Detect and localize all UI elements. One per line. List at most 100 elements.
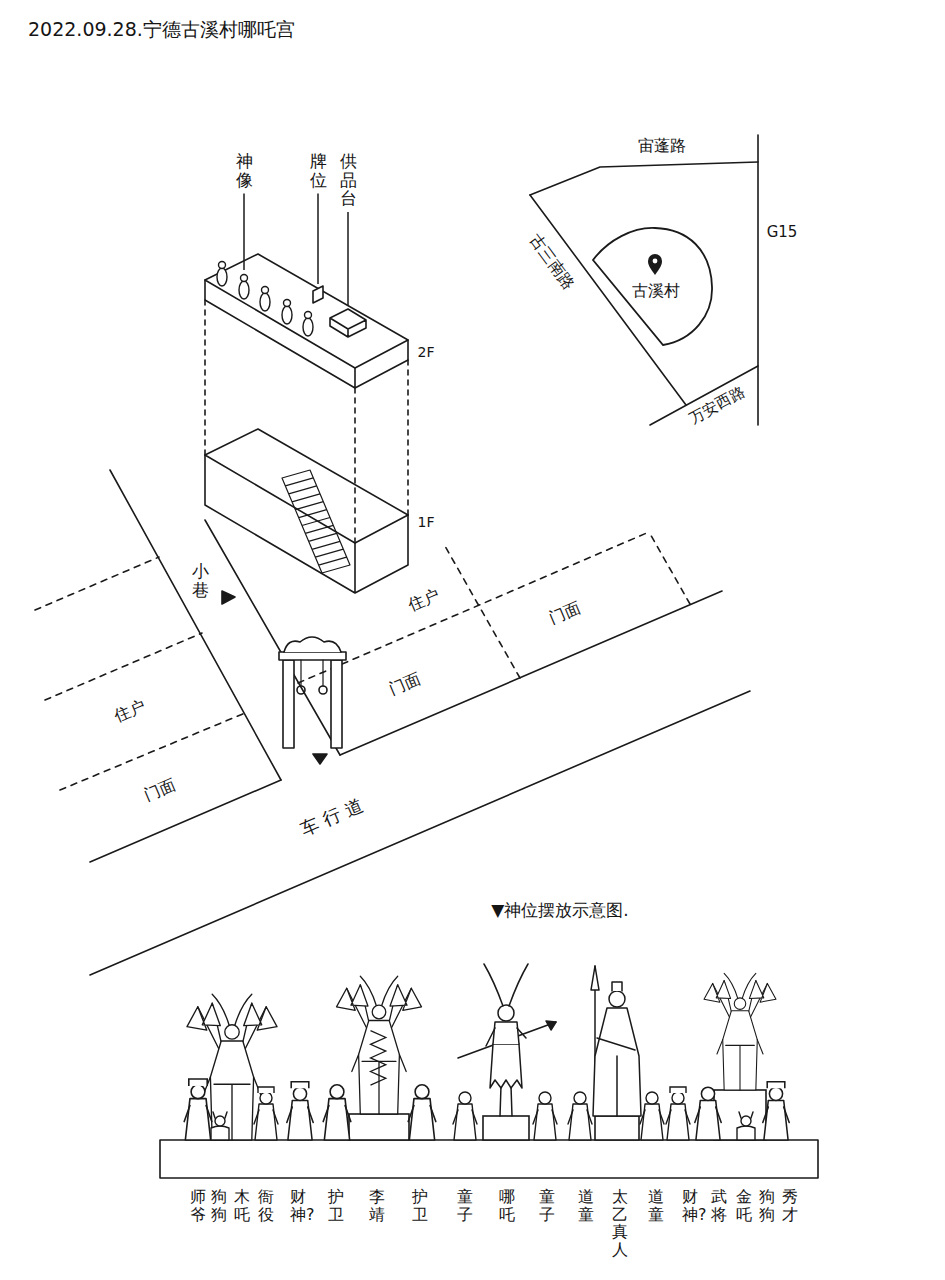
scholar-figure (763, 1082, 789, 1140)
acolyte-figure (640, 1092, 664, 1140)
map-road (530, 162, 758, 195)
lantern (319, 686, 327, 694)
deity-label: 木吒 (234, 1188, 250, 1223)
wealth-god-figure (287, 1082, 313, 1140)
entry-arrow (313, 754, 327, 764)
deity-label: 护卫 (412, 1188, 428, 1223)
street-label: 车行道 (298, 792, 373, 840)
map-road (530, 195, 686, 405)
section-heading: ▼神位摆放示意图. (491, 900, 628, 920)
deity-label: 太乙真人 (612, 1188, 628, 1258)
floor-2-sides (205, 280, 408, 388)
gate-pillars (283, 660, 342, 748)
taiyi-figure (591, 966, 641, 1116)
pedestal (714, 1090, 766, 1140)
idol-figure (239, 275, 249, 300)
road-name: 古三南路 (525, 231, 578, 294)
gate-beam (279, 652, 346, 660)
callout-label: 牌位 (310, 152, 327, 189)
village-area: 古溪村 (593, 225, 718, 350)
pedestal (483, 1116, 529, 1140)
lantern (297, 686, 305, 694)
lijing-figure (337, 976, 422, 1114)
road-name: 万安西路 (686, 383, 747, 428)
idol-figure (217, 262, 227, 287)
jinzha-figure (704, 973, 776, 1090)
deity-label: 金吒 (736, 1188, 752, 1223)
dog-figure (737, 1112, 755, 1140)
map-pin (648, 254, 662, 275)
leader-line (243, 193, 245, 270)
guard-figure (408, 1085, 436, 1140)
guard-figure (323, 1085, 351, 1140)
lot-boundary (35, 557, 245, 790)
deity-label: 衙役 (258, 1188, 274, 1223)
deity-label: 李靖 (369, 1188, 385, 1223)
deity-label: 道童 (648, 1188, 664, 1223)
deity-label: 财神? (290, 1188, 306, 1223)
lot-label: 住户 (112, 696, 149, 726)
node-text-holder: 古溪村 (593, 281, 718, 302)
street-edge (90, 591, 750, 975)
flag-deity (337, 976, 422, 1114)
wealth-god-figure (666, 1087, 690, 1140)
lantern-cords (301, 660, 323, 686)
boy-figure (533, 1092, 557, 1140)
map-pin-hole (653, 259, 658, 264)
dog-figure (211, 1112, 229, 1140)
line-work (35, 135, 818, 1178)
road-name: G15 (767, 223, 798, 241)
callout-label: 供品台 (340, 152, 357, 208)
lot-label: 门面 (142, 775, 179, 805)
callout-label: 神像 (236, 152, 253, 189)
lot-label: 门面 (387, 669, 424, 699)
deity-label: 童子 (457, 1188, 473, 1223)
deity-label: 狗狗 (759, 1188, 775, 1223)
idol-figure (260, 287, 270, 312)
floor-2-top (205, 254, 408, 368)
lot-label: 住户 (406, 585, 443, 615)
deity-label: 财神? (682, 1188, 698, 1223)
alley-label: 小巷 (192, 562, 209, 599)
leader-line (317, 193, 319, 284)
idol-figure (282, 300, 292, 325)
deity-label: 童子 (539, 1188, 555, 1223)
general-figure (695, 1087, 721, 1140)
expressway-line (757, 135, 759, 425)
acolyte-figure (568, 1092, 592, 1140)
staircase (282, 470, 350, 573)
deity-label: 秀才 (782, 1188, 798, 1223)
deity-label: 武将 (711, 1188, 727, 1223)
deity-label: 师爷 (190, 1188, 206, 1223)
altar-platform (160, 1140, 818, 1178)
armor-pattern (371, 1031, 386, 1085)
leader-line (347, 212, 349, 305)
road-name: 宙蓬路 (638, 136, 686, 155)
offering-table (330, 309, 366, 337)
deity-label: 哪吒 (499, 1188, 515, 1223)
pedestal (595, 1116, 639, 1140)
idol-figure (303, 312, 313, 337)
page-title: 2022.09.28.宁德古溪村哪吒宫 (28, 18, 295, 41)
floor-label: 1F (418, 514, 435, 531)
boy-figure (453, 1092, 477, 1140)
alley-edge (110, 470, 340, 780)
runner-figure (254, 1087, 278, 1140)
village-boundary (593, 228, 712, 345)
entry-arrow (222, 591, 235, 604)
gate-crest (284, 637, 341, 652)
deity-label: 道童 (578, 1188, 594, 1223)
village-name: 古溪村 (632, 281, 680, 302)
pedestal (349, 1114, 409, 1140)
advisor-figure (184, 1079, 212, 1140)
floor-1-top (205, 429, 408, 543)
deity-label: 护卫 (328, 1188, 344, 1223)
tablet (313, 286, 323, 303)
deity-label: 狗狗 (211, 1188, 227, 1223)
lot-boundary (298, 532, 690, 683)
floor-label: 2F (418, 344, 435, 361)
